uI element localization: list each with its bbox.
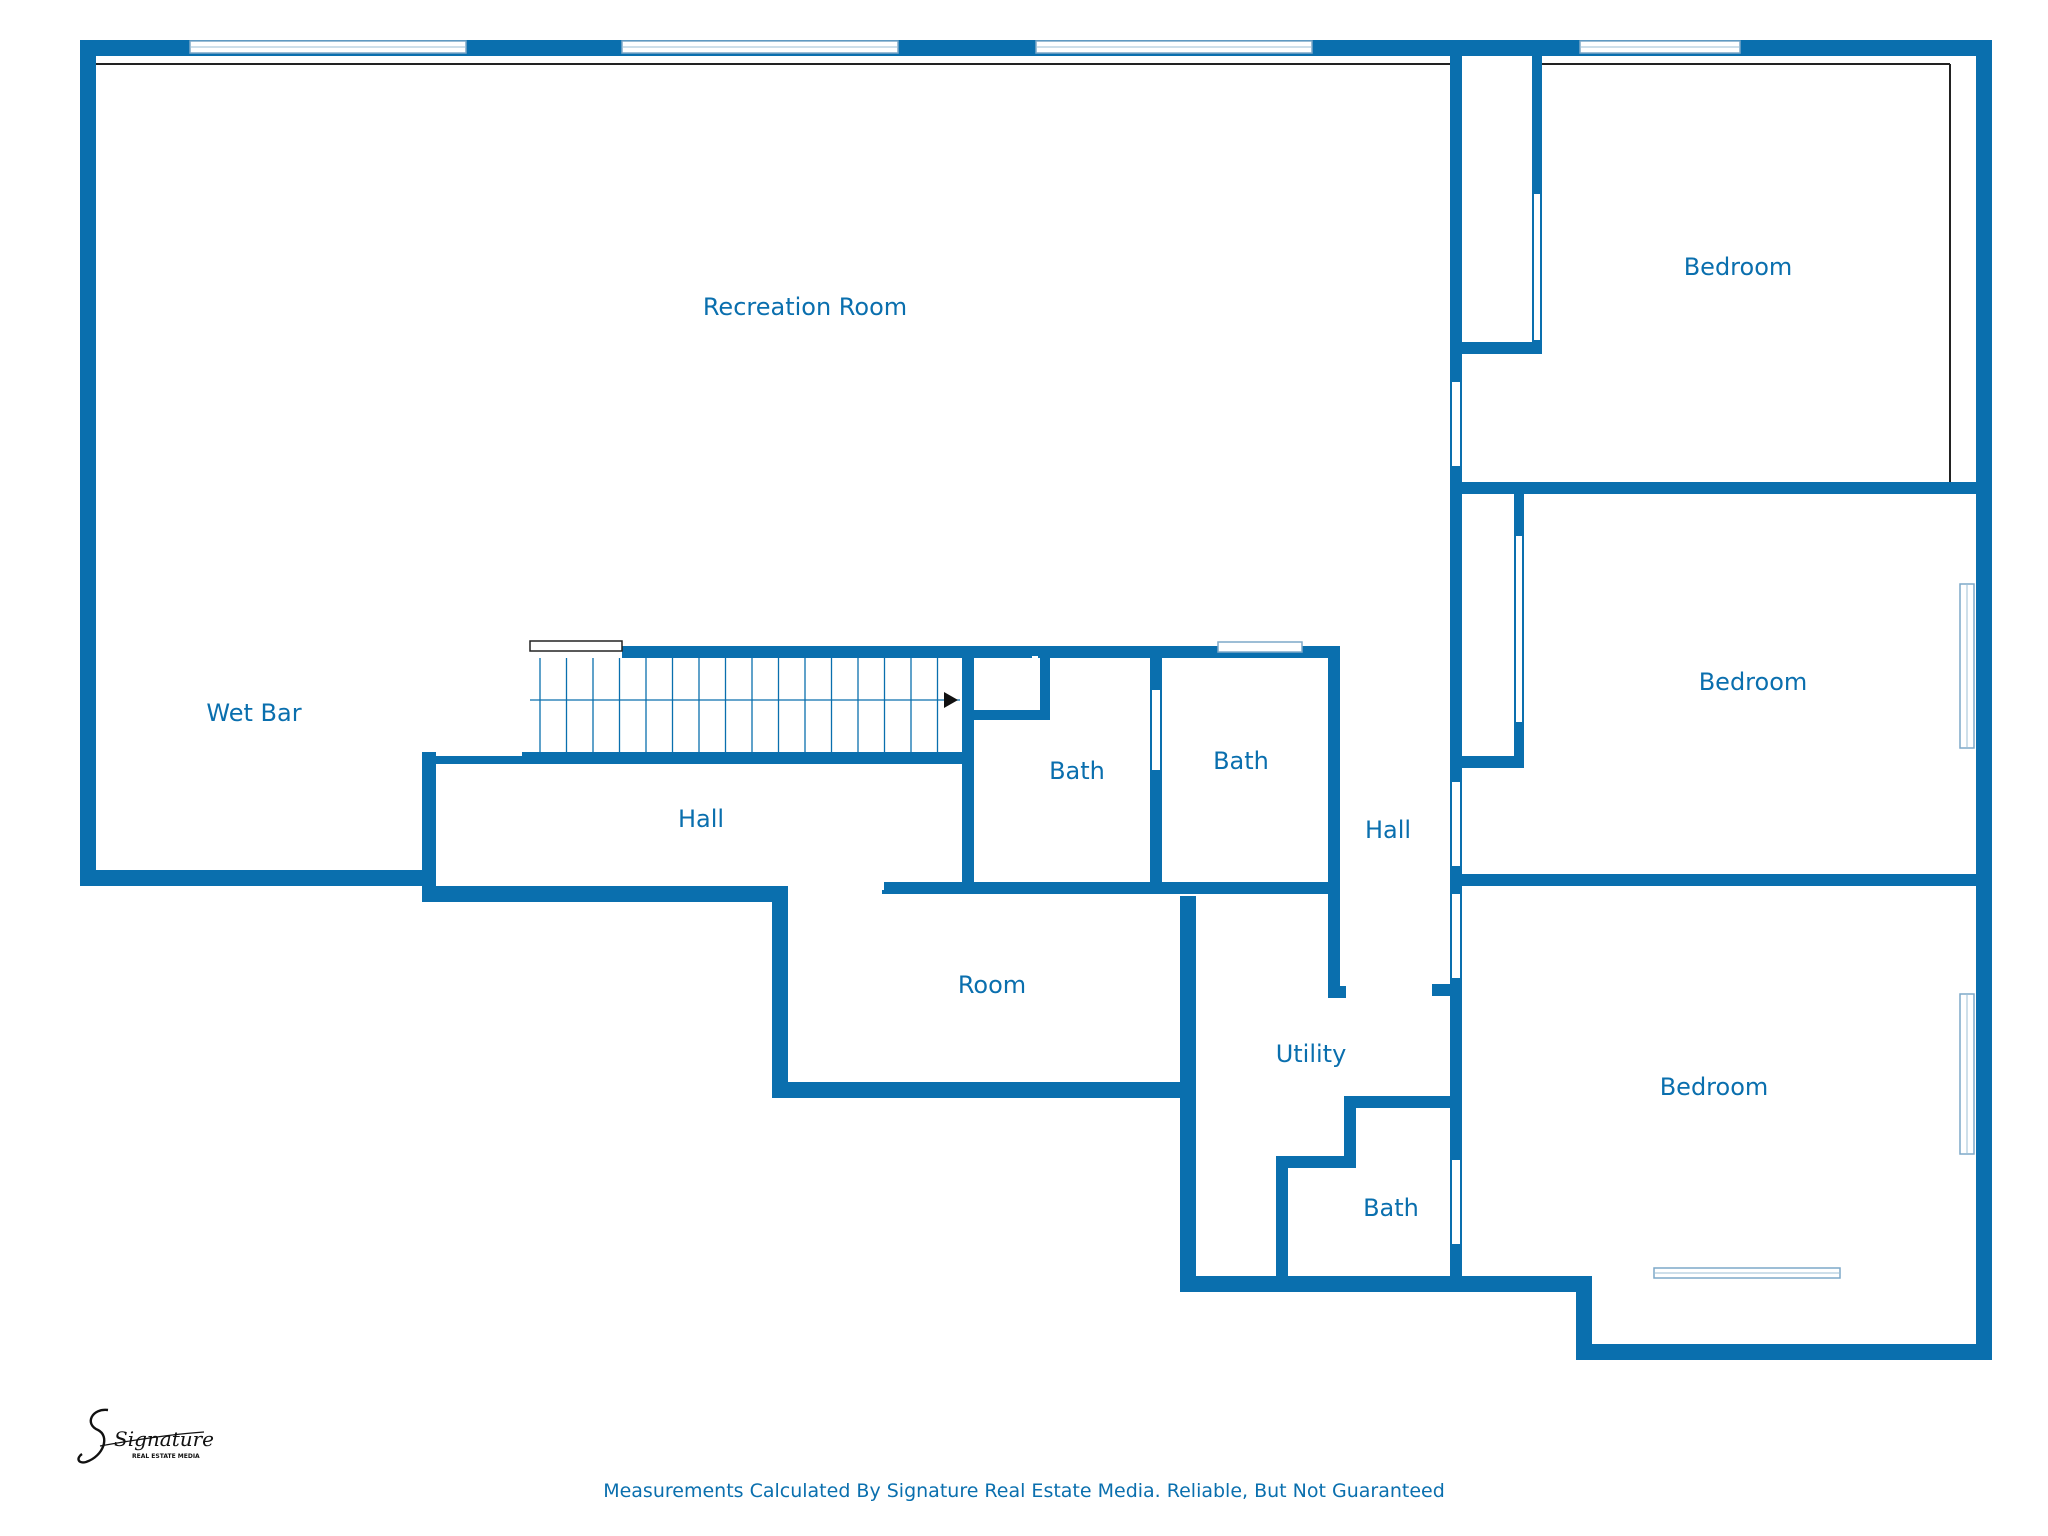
label-utility: Utility (1276, 1040, 1347, 1068)
room-labels: Recreation Room Wet Bar Hall Bath Bath H… (206, 253, 1807, 1222)
label-bath-2: Bath (1213, 747, 1269, 775)
label-room: Room (958, 971, 1026, 999)
disclaimer-text: Measurements Calculated By Signature Rea… (603, 1480, 1445, 1502)
exterior-walls (80, 40, 1992, 1360)
logo-tagline: REAL ESTATE MEDIA (132, 1453, 200, 1460)
signature-logo: Signature REAL ESTATE MEDIA (77, 1408, 214, 1464)
label-bedroom-3: Bedroom (1660, 1073, 1769, 1101)
label-hall-right: Hall (1365, 816, 1411, 844)
logo-brand: Signature (114, 1427, 214, 1451)
windows (189, 40, 1975, 1279)
label-bedroom-2: Bedroom (1699, 668, 1808, 696)
label-bath-3: Bath (1363, 1194, 1419, 1222)
label-recreation-room: Recreation Room (703, 293, 907, 321)
stair-arrow-icon (944, 692, 958, 708)
interior-walls (422, 40, 1990, 1290)
staircase (529, 640, 965, 752)
label-wet-bar: Wet Bar (206, 699, 301, 727)
label-bedroom-1: Bedroom (1684, 253, 1793, 281)
label-hall-left: Hall (678, 805, 724, 833)
label-bath-1: Bath (1049, 757, 1105, 785)
